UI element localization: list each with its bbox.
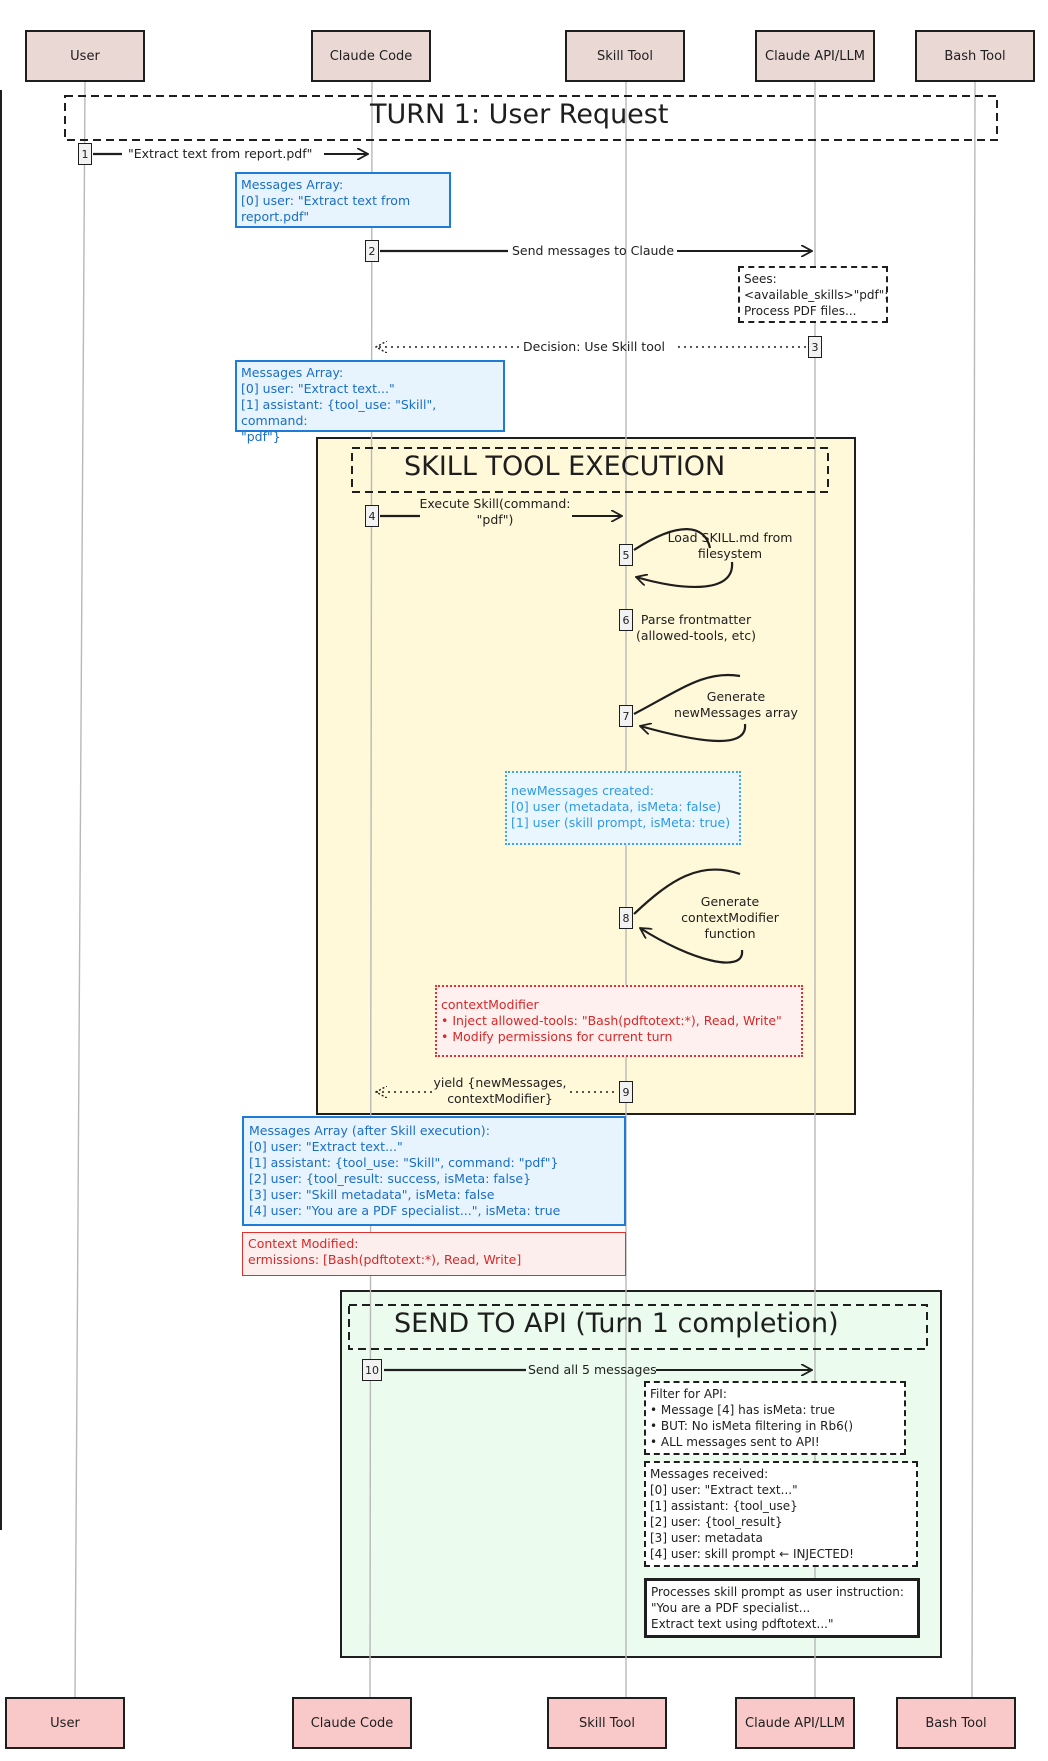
- turn1-title-frame: [64, 95, 998, 141]
- message-10-label: Send all 5 messages: [528, 1362, 657, 1377]
- message-8-label: Generate contextModifier function: [681, 894, 779, 941]
- message-6-label: Parse frontmatter (allowed-tools, etc): [636, 612, 756, 643]
- skill-exec-title: SKILL TOOL EXECUTION: [404, 451, 726, 482]
- lifeline-user: [74, 81, 86, 1698]
- actor-label: Skill Tool: [597, 48, 653, 64]
- message-2-label: Send messages to Claude: [512, 243, 675, 258]
- message-7-label: Generate newMessages array: [674, 689, 798, 720]
- actor-label: User: [70, 48, 100, 64]
- actor-label: Claude Code: [310, 1715, 394, 1731]
- messages-array-note-3: Messages Array (after Skill execution): …: [242, 1116, 626, 1226]
- loop-m8: [633, 868, 741, 915]
- context-modified-note: Context Modified: ermissions: [Bash(pdft…: [242, 1232, 626, 1276]
- messages-array-note-2: Messages Array: [0] user: "Extract text.…: [235, 360, 505, 444]
- actor-claude-code-top: Claude Code: [311, 30, 431, 82]
- step-9: 9: [619, 1081, 633, 1103]
- step-7: 7: [619, 705, 633, 727]
- filter-note: Filter for API: • Message [4] has isMeta…: [644, 1381, 906, 1455]
- actor-user-bottom: User: [5, 1697, 125, 1749]
- messages-array-note-1: Messages Array: [0] user: "Extract text …: [235, 172, 451, 228]
- loop-m5: [633, 528, 712, 551]
- step-3: 3: [808, 336, 822, 358]
- sees-note: Sees: <available_skills>"pdf": Process P…: [738, 266, 888, 323]
- message-3-label: Decision: Use Skill tool: [523, 339, 665, 354]
- step-5: 5: [619, 544, 633, 566]
- actor-skill-tool-top: Skill Tool: [565, 30, 685, 82]
- step-8: 8: [619, 907, 633, 929]
- actor-claude-api-bottom: Claude API/LLM: [735, 1697, 855, 1749]
- context-modifier-note: contextModifier • Inject allowed-tools: …: [435, 985, 803, 1057]
- loop-m5-return: [636, 561, 734, 589]
- lifeline-bash-tool: [971, 81, 976, 1698]
- actor-claude-api-top: Claude API/LLM: [755, 30, 875, 82]
- lifeline-claude-code: [369, 81, 373, 1698]
- send-api-title: SEND TO API (Turn 1 completion): [394, 1308, 839, 1339]
- actor-label: Claude API/LLM: [765, 48, 865, 64]
- message-9-label: yield {newMessages, contextModifier}: [433, 1075, 567, 1106]
- actor-label: Claude Code: [329, 48, 413, 64]
- loop-m8-return: [640, 928, 744, 964]
- step-1: 1: [78, 143, 92, 165]
- message-4-label: Execute Skill(command: "pdf"): [419, 496, 571, 527]
- actor-user-top: User: [25, 30, 145, 82]
- loop-m7-return: [640, 724, 747, 743]
- actor-skill-tool-bottom: Skill Tool: [547, 1697, 667, 1749]
- step-2: 2: [365, 240, 379, 262]
- step-6: 6: [619, 609, 633, 631]
- messages-received-note: Messages received: [0] user: "Extract te…: [644, 1461, 918, 1567]
- actor-label: Bash Tool: [944, 48, 1006, 64]
- actor-label: User: [50, 1715, 80, 1731]
- processes-note: Processes skill prompt as user instructi…: [644, 1578, 920, 1638]
- message-1-label: "Extract text from report.pdf": [128, 146, 313, 161]
- step-4: 4: [365, 505, 379, 527]
- skill-exec-title-frame: [351, 447, 829, 493]
- step-10: 10: [362, 1359, 382, 1381]
- actor-claude-code-bottom: Claude Code: [292, 1697, 412, 1749]
- actor-bash-tool-bottom: Bash Tool: [896, 1697, 1016, 1749]
- send-api-title-frame: [348, 1304, 928, 1350]
- actor-label: Bash Tool: [925, 1715, 987, 1731]
- actor-bash-tool-top: Bash Tool: [915, 30, 1035, 82]
- actor-label: Claude API/LLM: [745, 1715, 845, 1731]
- message-5-label: Load SKILL.md from filesystem: [667, 530, 793, 561]
- loop-m7: [633, 673, 741, 715]
- new-messages-note: newMessages created: [0] user (metadata,…: [505, 771, 741, 845]
- turn1-title: TURN 1: User Request: [370, 99, 669, 130]
- actor-label: Skill Tool: [579, 1715, 635, 1731]
